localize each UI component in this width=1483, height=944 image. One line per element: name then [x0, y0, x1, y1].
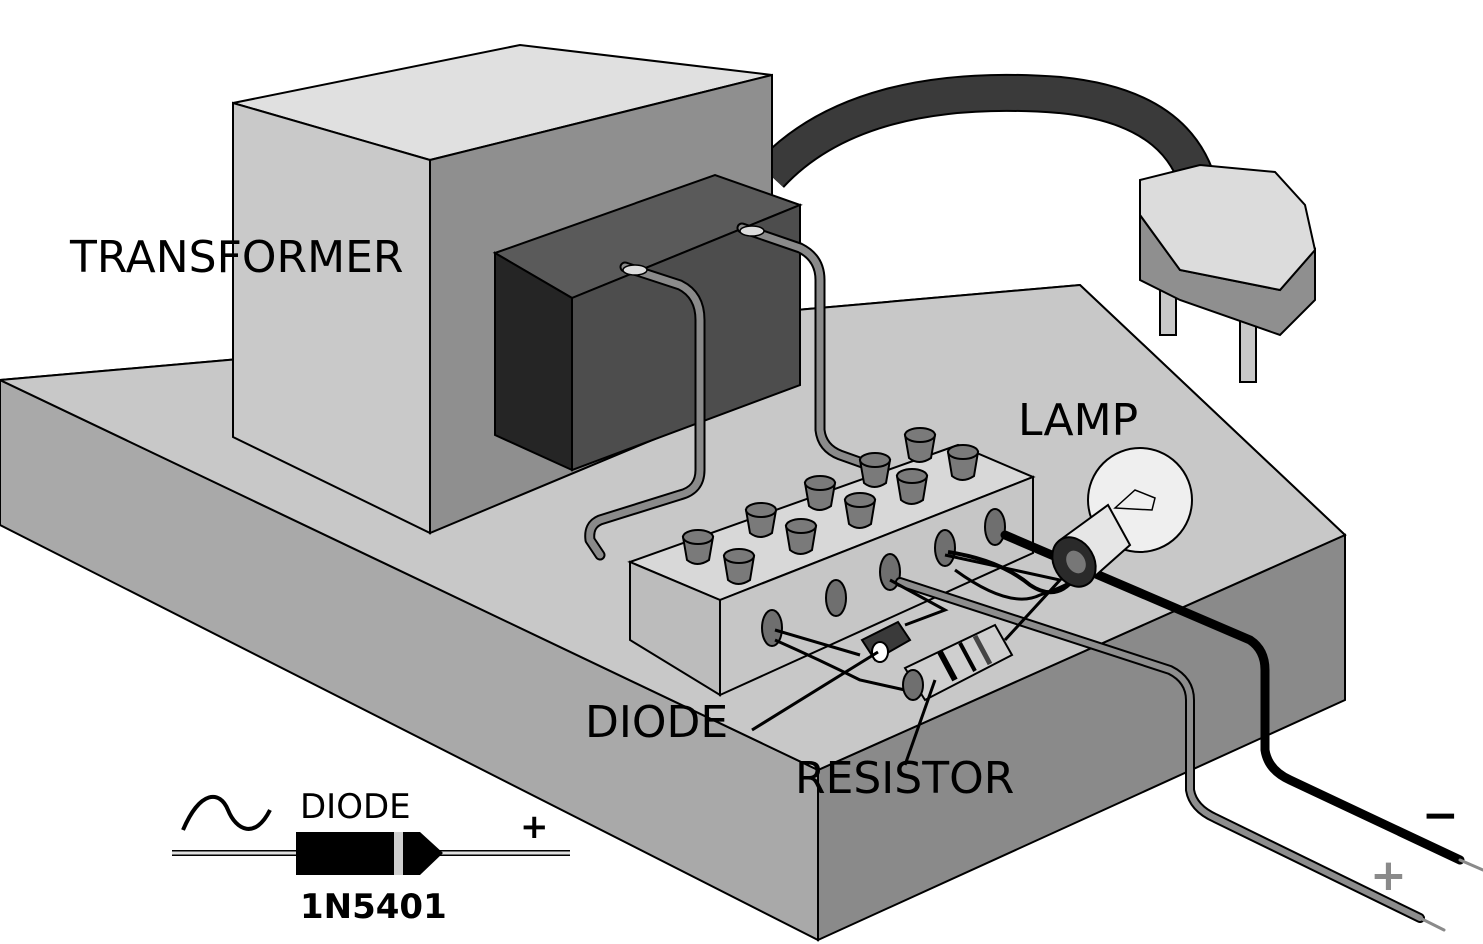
- resistor-label: RESISTOR: [795, 753, 1014, 804]
- diode-component: [774, 578, 949, 663]
- lamp-label: LAMP: [1018, 395, 1138, 446]
- transformer: [232, 43, 803, 535]
- output-wires: [895, 530, 1483, 932]
- power-cord: [756, 73, 1219, 196]
- legend-part-number: 1N5401: [300, 887, 447, 927]
- transformer-wires: [584, 222, 874, 561]
- plug: [1139, 163, 1317, 383]
- legend-plus-label: +: [520, 807, 549, 847]
- resistor-component: [774, 553, 1063, 702]
- transformer-label: TRANSFORMER: [69, 232, 403, 283]
- diode-symbol: [296, 832, 443, 875]
- minus-label: −: [1422, 790, 1459, 841]
- terminal-strip: [627, 427, 1036, 697]
- resistor-leader-line: [903, 679, 937, 766]
- legend-diode-title: DIODE: [300, 787, 411, 827]
- diode-legend: DIODE + 1N5401: [172, 787, 570, 927]
- diode-leader-line: [751, 650, 879, 732]
- ac-sine-icon: [181, 794, 272, 831]
- lamp: [947, 447, 1193, 601]
- diode-label: DIODE: [585, 697, 728, 748]
- plus-label: +: [1370, 850, 1407, 901]
